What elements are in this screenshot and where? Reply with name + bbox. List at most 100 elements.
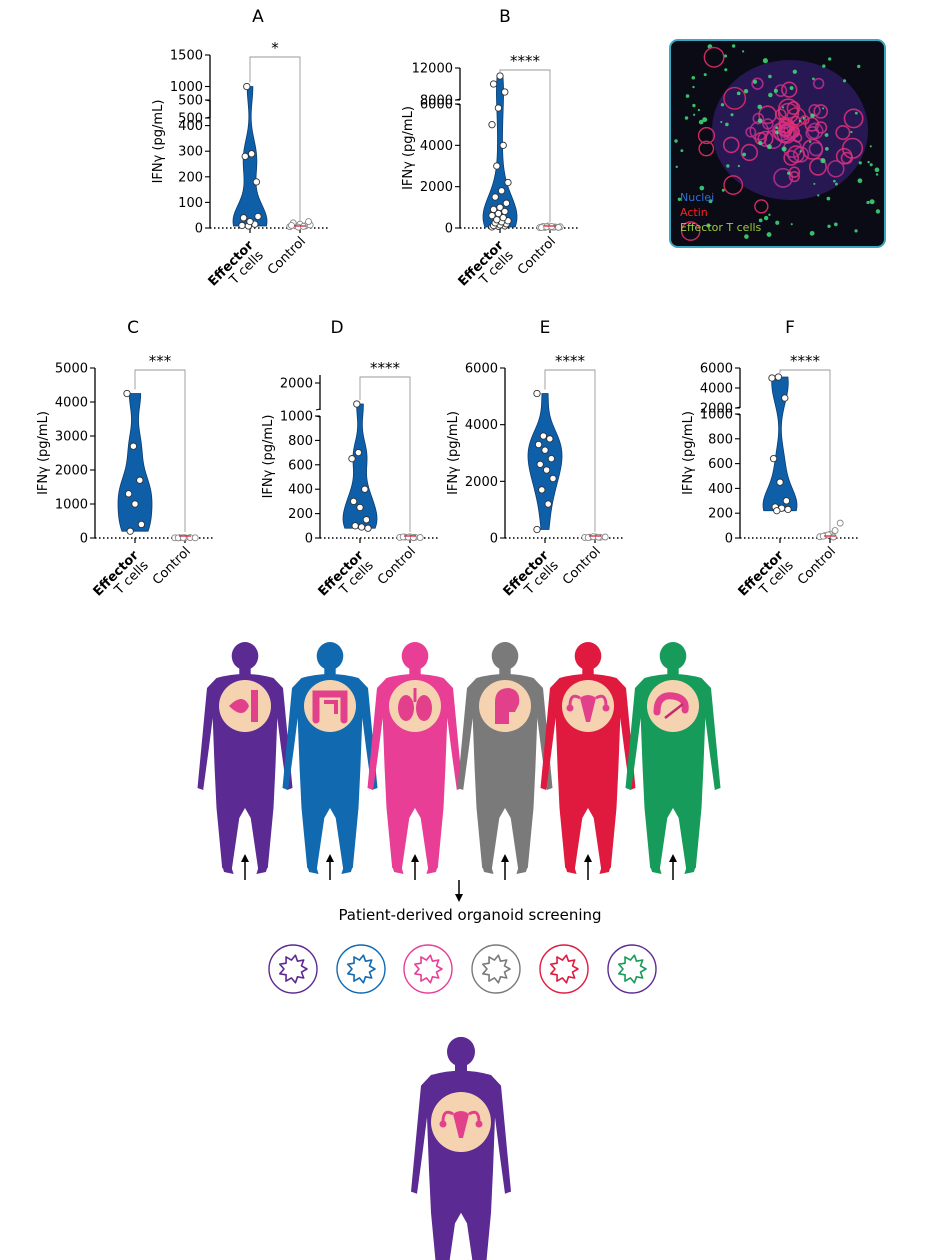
- data-point-effector: [541, 446, 549, 454]
- body-silhouette: [457, 642, 553, 874]
- data-point-effector: [502, 199, 511, 207]
- y-tick-label: 400: [288, 483, 313, 498]
- y-tick-label: 800: [288, 434, 313, 449]
- data-point-effector: [243, 82, 251, 91]
- organoid-icon-3: [403, 944, 453, 994]
- up-arrow-head: [326, 854, 334, 862]
- data-point-effector: [497, 187, 506, 195]
- head-neck-organ-icon: [479, 680, 531, 732]
- body-silhouette: [197, 642, 293, 874]
- violin-effector: [342, 403, 378, 529]
- data-point-effector: [491, 193, 499, 201]
- y-tick-label: 4000: [55, 396, 88, 411]
- significance-label: ****: [370, 359, 401, 377]
- y-tick-label: 0: [445, 222, 453, 237]
- y-tick-label: 0: [195, 222, 203, 237]
- data-point-effector: [499, 141, 507, 149]
- patient-body-4: [457, 642, 553, 880]
- data-point-effector: [546, 435, 554, 443]
- data-point-effector: [252, 178, 261, 186]
- patient-body-3: [367, 642, 463, 880]
- y-tick-label: 100: [178, 196, 203, 211]
- body-silhouette: [282, 642, 378, 874]
- data-point-control: [829, 533, 837, 541]
- y-tick-label: 600: [288, 458, 313, 473]
- up-arrow-head: [411, 854, 419, 862]
- data-point-effector: [136, 476, 144, 484]
- y-tick-label: 200: [288, 507, 313, 522]
- data-point-effector: [364, 524, 372, 532]
- data-point-effector: [489, 205, 498, 214]
- data-point-effector: [131, 500, 139, 508]
- panel-title: C: [127, 318, 139, 338]
- patient-bodies-row: [197, 642, 721, 902]
- data-point-control: [594, 533, 602, 541]
- significance-bracket: [499, 69, 551, 222]
- x-category-label: Control: [375, 544, 419, 588]
- x-category-label: EffectorT cells: [501, 548, 563, 610]
- data-point-effector: [246, 217, 254, 226]
- data-point-effector: [124, 490, 133, 498]
- data-point-effector: [348, 455, 356, 463]
- y-tick-label: 2000: [55, 464, 88, 479]
- data-point-effector: [361, 485, 369, 493]
- selected-patient-body: [411, 1036, 511, 1260]
- y-tick-label: 4000: [700, 382, 733, 397]
- y-tick-label: 2000: [465, 475, 498, 490]
- y-tick-label: 4000: [465, 418, 498, 433]
- patient-body-6: [625, 642, 721, 880]
- organoid-icon-1: [268, 944, 318, 994]
- breast-organ-icon: [219, 680, 271, 732]
- data-point-effector: [549, 474, 557, 483]
- y-tick-label: 400: [178, 119, 203, 134]
- up-arrow-head: [584, 854, 592, 862]
- panel-title: D: [330, 318, 343, 338]
- y-tick-label: 3000: [55, 430, 88, 445]
- organoid-icon-2: [336, 944, 386, 994]
- data-point-effector: [534, 440, 543, 449]
- x-category-label: Control: [515, 234, 559, 278]
- data-point-effector: [254, 212, 262, 221]
- data-point-effector: [488, 121, 496, 129]
- data-point-control: [601, 533, 609, 541]
- patient-body-2: [282, 642, 378, 880]
- y-tick-label: 6000: [700, 362, 733, 377]
- significance-bracket: [359, 376, 411, 532]
- organoid-icon-6: [607, 944, 657, 994]
- organoids-row: [268, 944, 657, 994]
- y-tick-label: 8000: [420, 94, 453, 109]
- x-category-label: Control: [795, 544, 839, 588]
- data-point-effector: [137, 520, 146, 529]
- violin-effector: [527, 393, 563, 530]
- data-point-effector: [238, 221, 246, 230]
- significance-label: ****: [790, 352, 821, 370]
- data-point-control: [555, 223, 562, 231]
- axis-break-mark: [315, 408, 321, 411]
- y-tick-label: 1500: [170, 49, 203, 64]
- colon-organ-icon: [304, 680, 356, 732]
- data-point-effector: [353, 400, 361, 408]
- down-arrow: [455, 880, 463, 902]
- y-tick-label: 200: [178, 170, 203, 185]
- patient-body-1: [197, 642, 293, 880]
- data-point-control: [191, 534, 199, 542]
- data-point-effector: [774, 373, 783, 381]
- x-category-label: Control: [150, 544, 194, 588]
- body-silhouette: [540, 642, 636, 874]
- violin-effector: [762, 376, 798, 512]
- data-point-effector: [547, 455, 556, 463]
- y-tick-label: 800: [708, 432, 733, 447]
- data-point-effector: [247, 150, 256, 158]
- significance-label: ***: [149, 352, 172, 370]
- y-tick-label: 0: [490, 532, 498, 547]
- data-point-effector: [536, 460, 544, 468]
- y-axis-label: IFNγ (pg/mL): [401, 106, 416, 190]
- y-tick-label: 1000: [700, 408, 733, 423]
- data-point-effector: [504, 178, 512, 187]
- data-point-effector: [501, 88, 509, 96]
- data-point-effector: [538, 486, 546, 494]
